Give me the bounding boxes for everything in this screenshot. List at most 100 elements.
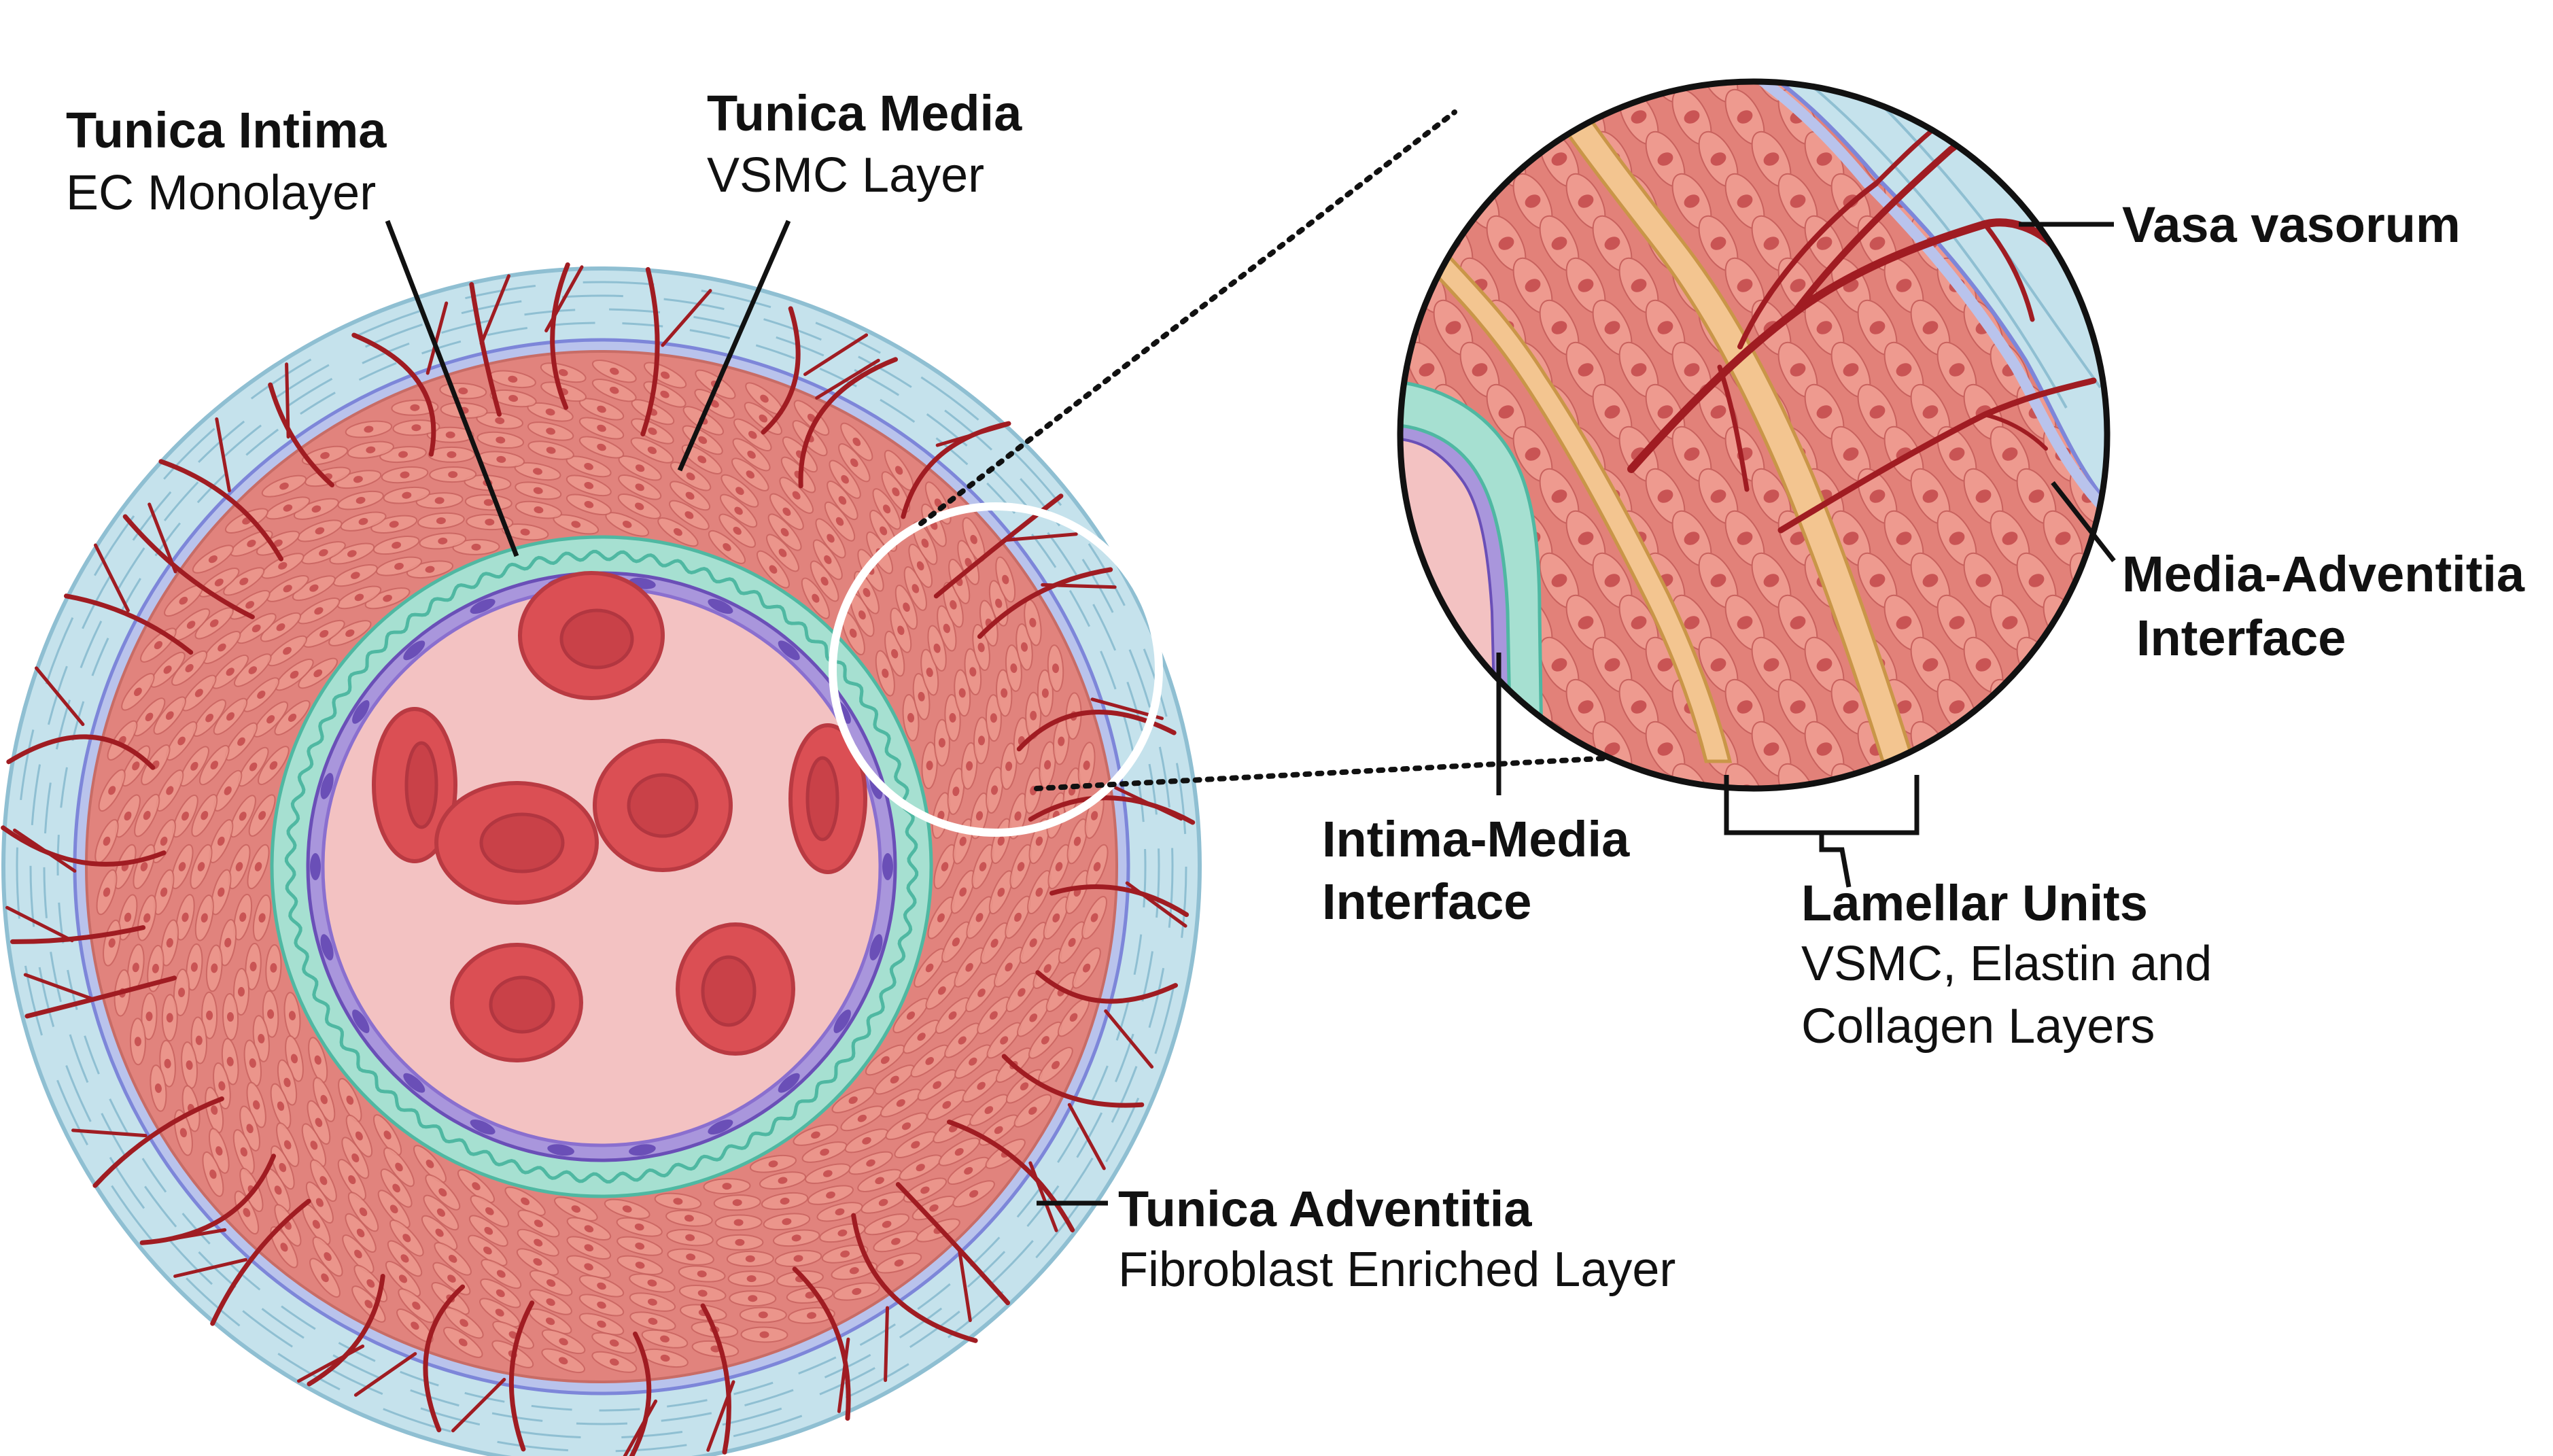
vasa-vasorum-branch — [122, 514, 255, 620]
vsmc-cell — [253, 701, 289, 738]
vsmc-cell — [312, 1236, 343, 1277]
vsmc-cell — [927, 896, 955, 939]
vsmc-cell — [815, 518, 846, 559]
vsmc-cell — [973, 716, 990, 765]
vsmc-cell — [941, 921, 971, 963]
vsmc-cell — [654, 1192, 702, 1210]
vsmc-cell — [1019, 922, 1047, 964]
vsmc-cell — [703, 1178, 751, 1195]
vasa-vasorum-twig — [173, 1258, 248, 1278]
vasa-vasorum-branch — [92, 1096, 224, 1188]
media-subtitle: VSMC Layer — [707, 148, 985, 203]
vsmc-cell — [270, 1145, 295, 1190]
zoom-vsmc-cell — [1592, 82, 1633, 103]
vsmc-cell — [933, 718, 950, 767]
vsmc-cell — [276, 1122, 300, 1167]
vsmc-cell — [237, 746, 269, 787]
vsmc-cell — [515, 481, 562, 500]
vsmc-cell — [396, 1308, 434, 1343]
vsmc-cell — [566, 1217, 612, 1241]
vsmc-cell — [954, 669, 971, 717]
vsmc-cell — [198, 744, 230, 786]
vsmc-cell — [239, 1105, 260, 1151]
vsmc-cell — [492, 1321, 534, 1349]
vsmc-cell — [985, 694, 1002, 742]
vasa-vasorum-branch — [307, 1274, 385, 1387]
vsmc-cell — [171, 844, 194, 890]
vsmc-cell — [824, 501, 856, 542]
zoom-vsmc-cell — [1645, 299, 1686, 356]
vsmc-cell — [1043, 896, 1069, 940]
vsmc-cell — [831, 1087, 875, 1113]
vsmc-cell — [829, 460, 861, 499]
endothelial-nucleus — [547, 1144, 574, 1156]
vsmc-cell — [994, 946, 1024, 988]
vsmc-cell — [631, 418, 674, 445]
endothelial-nucleus — [403, 1073, 426, 1093]
vsmc-cell — [277, 1059, 298, 1106]
vsmc-cell — [850, 593, 875, 638]
vsmc-cell — [383, 1147, 415, 1188]
vsmc-cell — [229, 795, 256, 838]
zoom-vsmc-cell — [1910, 82, 1951, 103]
vasa-vasorum-twig — [1114, 786, 1183, 821]
vsmc-cell — [944, 694, 961, 742]
vasa-vasorum-twig — [1028, 1161, 1058, 1232]
vsmc-cell — [468, 1215, 508, 1247]
vsmc-cell — [553, 1196, 598, 1221]
vasa-vasorum-twig — [1041, 583, 1117, 589]
vsmc-cell — [841, 610, 865, 656]
vsmc-cell — [147, 945, 164, 992]
vsmc-cell — [213, 769, 243, 812]
vsmc-cell — [903, 566, 927, 611]
zoom-vsmc-cell — [1592, 299, 1633, 356]
vsmc-cell — [141, 744, 171, 786]
vsmc-cell — [383, 486, 431, 504]
vsmc-cell — [391, 399, 439, 416]
vsmc-cell — [1037, 669, 1054, 717]
vsmc-cell — [578, 1275, 625, 1298]
vsmc-cell — [591, 1351, 638, 1373]
vsmc-cell — [937, 605, 957, 652]
adventitia-fiber — [43, 308, 1160, 1425]
zoom-vsmc-cell — [1512, 88, 1553, 145]
vsmc-cell — [720, 474, 759, 508]
vsmc-cell — [517, 1228, 559, 1257]
vsmc-cell — [969, 1094, 1009, 1126]
zoom-vsmc-cell — [1645, 721, 1686, 778]
vsmc-cells — [94, 360, 1109, 1374]
vsmc-cell — [96, 869, 118, 916]
vsmc-cell — [517, 1209, 560, 1238]
vsmc-cell — [995, 556, 1016, 603]
vsmc-cell — [392, 419, 440, 436]
vsmc-cell — [880, 1088, 922, 1117]
vsmc-cell — [731, 457, 769, 491]
endothelial-nucleus — [833, 1009, 851, 1033]
zoom-vsmc-cell — [1751, 721, 1792, 778]
vasa-vasorum-branch — [640, 266, 660, 437]
vsmc-cell — [377, 1190, 411, 1229]
vsmc-cell — [160, 919, 179, 967]
vsmc-cell — [682, 425, 723, 455]
vsmc-cell — [213, 697, 248, 735]
vsmc-cell — [387, 1240, 423, 1277]
vsmc-cell — [678, 1265, 726, 1283]
vasa-vasorum-branches — [1, 262, 1196, 1456]
vsmc-cell — [228, 844, 251, 890]
zoom-vsmc-cell — [1671, 510, 1712, 567]
vsmc-cell — [310, 1159, 337, 1202]
vsmc-cell — [245, 942, 262, 990]
zoom-vsmc-cell — [1777, 173, 1818, 230]
vasa-vasorum-twig — [5, 905, 74, 943]
zoom-vsmc-cell — [1539, 82, 1580, 103]
vsmc-cell — [872, 488, 901, 530]
vsmc-cell — [434, 1242, 472, 1276]
intima-subtitle: EC Monolayer — [66, 166, 377, 220]
zoom-vsmc-cell — [1698, 552, 1739, 609]
zoom-vsmc-cell — [1963, 721, 2004, 778]
vsmc-cell — [372, 536, 420, 555]
vasa-vasorum-twig — [94, 543, 130, 612]
intima-leader — [385, 220, 519, 557]
vsmc-cell — [641, 1329, 689, 1349]
vasa-vasorum-twig — [297, 1345, 365, 1383]
